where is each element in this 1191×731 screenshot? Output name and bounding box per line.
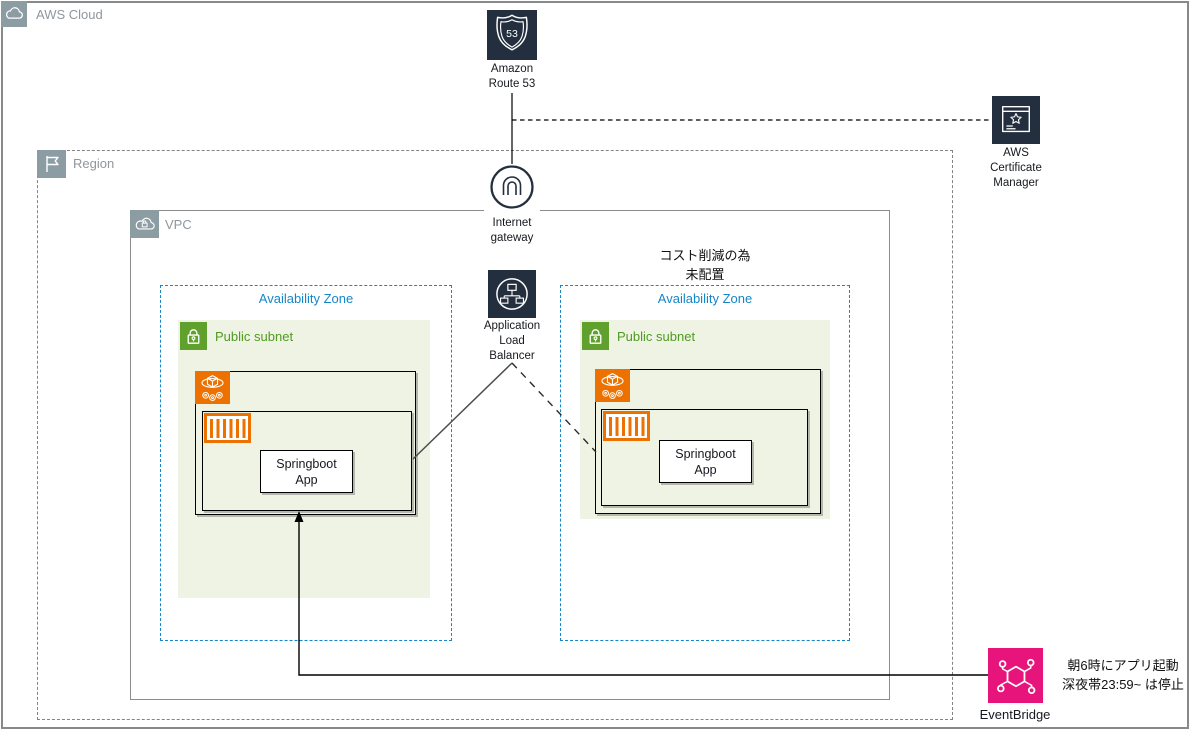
public-subnet-left-label: Public subnet [215,329,294,344]
cloud-icon [1,1,27,27]
aws-cloud-label: AWS Cloud [36,7,103,22]
container-icon [204,413,251,443]
internet-gateway-icon [489,164,535,210]
springboot-app-right: Springboot App [659,440,752,483]
vpc-label: VPC [165,217,192,232]
ecs-task-box-right [601,409,808,506]
certificate-icon [992,96,1040,144]
schedule-note: 朝6時にアプリ起動 深夜帯23:59~ は停止 [1062,658,1184,692]
ecs-service-icon [595,369,630,402]
load-balancer-icon [488,270,536,318]
az-left-label: Availability Zone [258,291,354,306]
ecs-service-icon [195,371,230,404]
internet-gateway-holder [484,161,540,212]
container-icon [603,411,650,441]
acm-label: AWS Certificate Manager [990,147,1042,189]
vpc-cloud-lock-icon [130,210,159,238]
lock-icon [582,322,609,350]
lock-icon [180,322,207,350]
region-container [37,150,953,720]
cost-note: コスト削減の為 未配置 [659,248,751,282]
eventbridge-label: EventBridge [979,707,1051,722]
route53-badge: 53 [506,28,518,40]
route53-label: Amazon Route 53 [488,63,536,90]
internet-gateway-label: Internet gateway [490,217,534,244]
ecs-task-box-left [202,411,412,511]
az-right-label: Availability Zone [657,291,753,306]
alb-label: Application Load Balancer [483,320,541,362]
route53-shield-icon: 53 [487,10,537,60]
public-subnet-right-label: Public subnet [617,329,696,344]
eventbridge-icon [988,648,1043,703]
flag-icon [37,150,66,178]
springboot-app-left: Springboot App [260,450,353,493]
region-label: Region [73,156,115,171]
